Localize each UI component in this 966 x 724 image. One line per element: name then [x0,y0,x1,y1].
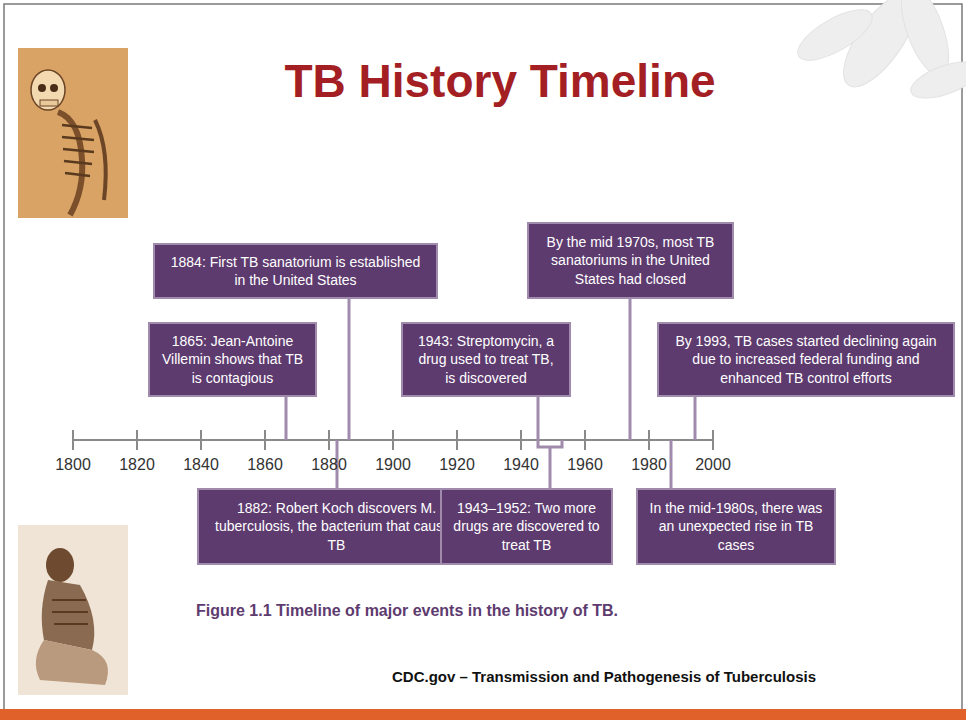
figure-caption: Figure 1.1 Timeline of major events in t… [196,602,618,620]
event-box: 1943: Streptomycin, a drug used to treat… [401,322,571,397]
axis-year: 1800 [51,456,95,474]
axis-year: 1840 [179,456,223,474]
event-box: By the mid 1970s, most TB sanatoriums in… [527,222,734,299]
axis-year: 1980 [627,456,671,474]
historic-photo [18,48,128,218]
slide-title: TB History Timeline [230,55,770,108]
bottom-bar [0,709,966,720]
axis-year: 1900 [371,456,415,474]
axis-year: 1880 [307,456,351,474]
axis-year: 1860 [243,456,287,474]
event-text: 1865: Jean-Antoine Villemin shows that T… [159,332,306,387]
axis-year: 1960 [563,456,607,474]
historic-photo [18,525,128,695]
event-box: In the mid-1980s, there was an unexpecte… [636,488,836,565]
axis-year: 1940 [499,456,543,474]
leader-line [286,290,695,496]
axis-year: 1820 [115,456,159,474]
event-box: 1943–1952: Two more drugs are discovered… [440,488,613,565]
event-text: 1943–1952: Two more drugs are discovered… [451,499,602,554]
event-text: 1882: Robert Koch discovers M. tuberculo… [208,499,465,554]
timeline-axis [73,430,714,450]
axis-year: 2000 [691,456,735,474]
event-box: 1884: First TB sanatorium is established… [153,243,438,299]
slide-frame [4,4,962,716]
axis-year: 1920 [435,456,479,474]
event-box: 1865: Jean-Antoine Villemin shows that T… [148,322,317,397]
event-text: By 1993, TB cases started declining agai… [668,332,944,387]
leaf-ornament [791,0,966,105]
event-text: 1943: Streptomycin, a drug used to treat… [412,332,560,387]
event-text: In the mid-1980s, there was an unexpecte… [647,499,825,554]
event-text: By the mid 1970s, most TB sanatoriums in… [538,233,723,288]
source-note: CDC.gov – Transmission and Pathogenesis … [392,668,816,685]
event-text: 1884: First TB sanatorium is established… [164,253,427,290]
event-box: 1882: Robert Koch discovers M. tuberculo… [197,488,476,565]
event-box: By 1993, TB cases started declining agai… [657,322,955,397]
